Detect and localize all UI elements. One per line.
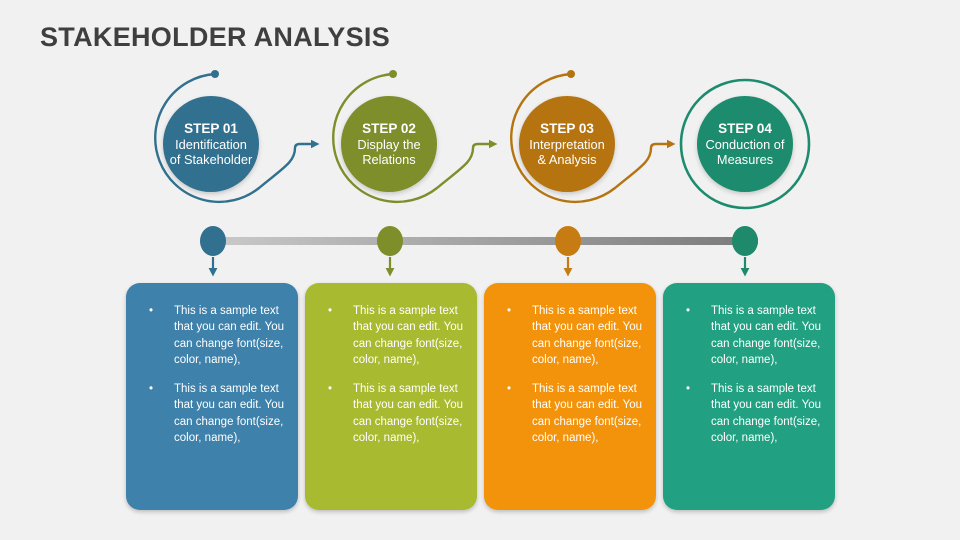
step-card-4: This is a sample text that you can edit.… (663, 283, 835, 510)
step3-label: STEP 03 (540, 120, 594, 136)
down-arrow-head-4-icon (740, 268, 750, 277)
step4-label: STEP 04 (718, 120, 772, 136)
step1-name-line1: Identification (175, 136, 247, 152)
timeline-bar (200, 237, 758, 245)
step2-name-line1: Display the (357, 136, 421, 152)
step1-label: STEP 01 (184, 120, 238, 136)
timeline-dot-4 (732, 226, 758, 256)
list-item: This is a sample text that you can edit.… (504, 381, 658, 446)
list-item: This is a sample text that you can edit.… (683, 303, 837, 368)
step4-outer-ring (679, 78, 811, 210)
step2-arrow-head-icon (489, 139, 498, 149)
timeline-dot-1 (200, 226, 226, 256)
step-card-3-list: This is a sample text that you can edit.… (484, 283, 656, 446)
step-card-1: This is a sample text that you can edit.… (126, 283, 298, 510)
step4-name-line2: Measures (716, 152, 774, 167)
list-item: This is a sample text that you can edit.… (146, 381, 300, 446)
list-item: This is a sample text that you can edit.… (683, 381, 837, 446)
step1-arc-and-arrow (154, 72, 313, 203)
step-card-3: This is a sample text that you can edit.… (484, 283, 656, 510)
step2-label: STEP 02 (362, 120, 416, 136)
step2-arc-and-arrow (332, 72, 491, 203)
step-circle-2: STEP 02 Display the Relations (341, 96, 437, 192)
step-circle-1: STEP 01 Identification of Stakeholder (163, 96, 259, 192)
slide-title: STAKEHOLDER ANALYSIS (40, 22, 391, 52)
step3-name-line1: Interpretation (529, 136, 605, 152)
timeline-dot-2 (377, 226, 403, 256)
down-arrow-head-2-icon (385, 268, 395, 277)
timeline-dot-3 (555, 226, 581, 256)
down-arrow-head-3-icon (563, 268, 573, 277)
step3-name-line2: & Analysis (537, 152, 597, 167)
step2-name-line2: Relations (362, 152, 416, 167)
step1-arrow-head-icon (311, 139, 320, 149)
step4-name-line1: Conduction of (705, 136, 785, 152)
step-card-2-list: This is a sample text that you can edit.… (305, 283, 477, 446)
step-card-1-list: This is a sample text that you can edit.… (126, 283, 298, 446)
step3-arc-and-arrow (510, 72, 669, 203)
step-card-2: This is a sample text that you can edit.… (305, 283, 477, 510)
list-item: This is a sample text that you can edit.… (325, 303, 479, 368)
list-item: This is a sample text that you can edit.… (146, 303, 300, 368)
step3-arrow-head-icon (667, 139, 676, 149)
list-item: This is a sample text that you can edit.… (325, 381, 479, 446)
step-card-4-list: This is a sample text that you can edit.… (663, 283, 835, 446)
list-item: This is a sample text that you can edit.… (504, 303, 658, 368)
step-circle-3: STEP 03 Interpretation & Analysis (519, 96, 615, 192)
step1-name-line2: of Stakeholder (169, 152, 253, 167)
down-arrow-head-1-icon (208, 268, 218, 277)
step-circle-4: STEP 04 Conduction of Measures (697, 96, 793, 192)
